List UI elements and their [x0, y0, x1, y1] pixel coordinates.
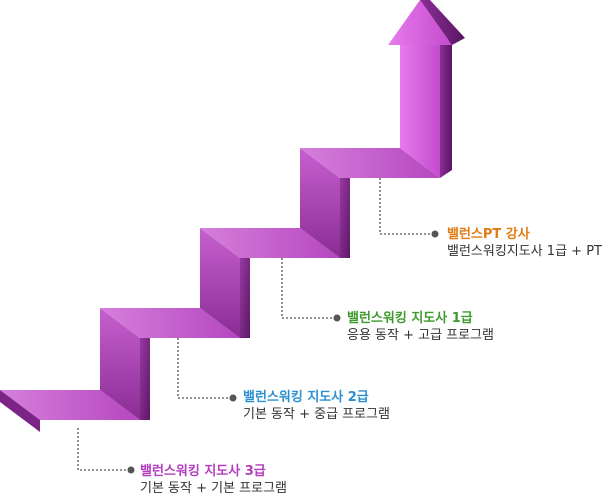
riser-2-face: [200, 228, 240, 338]
stair-riser-2: [200, 228, 250, 338]
bullet-2: [229, 394, 237, 402]
bullet-1: [127, 466, 135, 474]
connector-2: [177, 338, 230, 399]
connectors: [77, 178, 432, 471]
step-3-tread: [200, 228, 340, 258]
stair-riser-3: [300, 148, 350, 258]
step-label-3: 밸런스워킹 지도사 1급 응용 동작 + 고급 프로그램: [347, 310, 494, 344]
step-1-subtitle: 기본 동작 + 기본 프로그램: [140, 481, 288, 496]
bullet-3: [333, 314, 341, 322]
arrow-head-side: [420, 0, 465, 45]
stair-step-3: [200, 228, 340, 258]
riser-3-face: [300, 148, 340, 258]
arrow-shaft-front: [400, 45, 440, 178]
step-label-2: 밸런스워킹 지도사 2급 기본 동작 + 중급 프로그램: [243, 389, 390, 423]
step-1-edge: [0, 390, 40, 432]
step-4-title: 밸런스PT 강사: [447, 227, 530, 242]
stair-step-4: [300, 148, 440, 178]
riser-1-side: [140, 330, 150, 420]
riser-2-side: [240, 250, 250, 338]
step-3-subtitle: 응용 동작 + 고급 프로그램: [347, 328, 495, 343]
stair-step-1: [0, 390, 140, 432]
step-4-tread: [300, 148, 440, 178]
connector-3: [281, 258, 334, 319]
connector-1: [77, 428, 128, 471]
step-4-subtitle: 밸런스워킹지도사 1급 + PT: [447, 244, 602, 259]
step-1-title: 밸런스워킹 지도사 3급: [140, 464, 266, 479]
stair-riser-1: [100, 308, 150, 420]
step-3-title: 밸런스워킹 지도사 1급: [347, 311, 473, 326]
bullet-4: [431, 230, 439, 238]
arrow-head-front: [388, 0, 452, 45]
arrow-up-icon: [388, 0, 465, 178]
step-2-tread: [100, 308, 240, 338]
arrow-shaft-side: [440, 38, 452, 178]
stair-step-2: [100, 308, 240, 338]
step-label-4: 밸런스PT 강사 밸런스워킹지도사 1급 + PT: [447, 226, 602, 260]
step-2-title: 밸런스워킹 지도사 2급: [243, 390, 369, 405]
riser-3-side: [340, 170, 350, 258]
step-1-tread: [0, 390, 140, 420]
step-2-subtitle: 기본 동작 + 중급 프로그램: [243, 407, 391, 422]
riser-1-face: [100, 308, 140, 420]
step-label-1: 밸런스워킹 지도사 3급 기본 동작 + 기본 프로그램: [140, 463, 287, 497]
connector-4: [379, 178, 432, 235]
connector-dots: [127, 230, 439, 474]
